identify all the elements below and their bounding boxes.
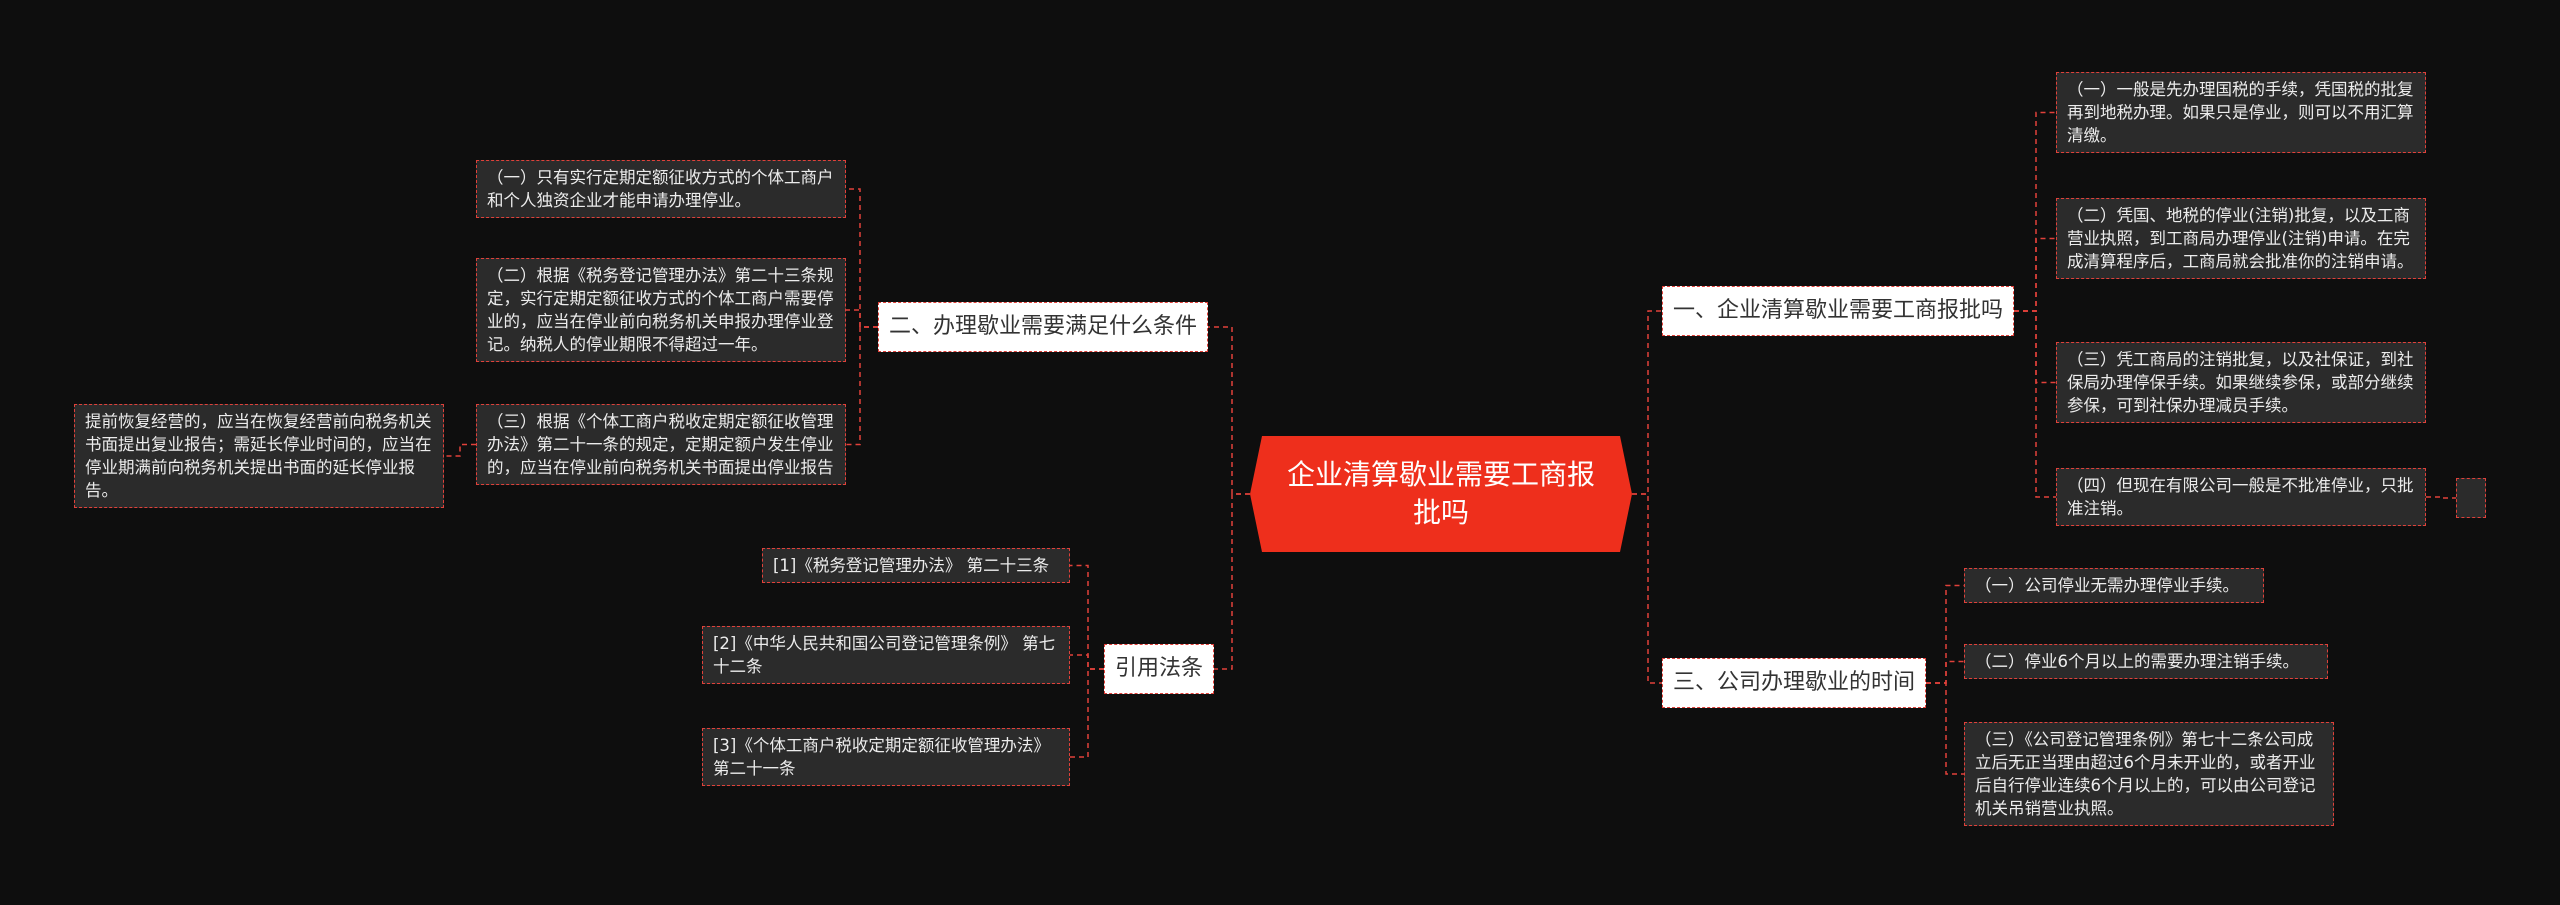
leaf-b2-1[interactable]: （一）只有实行定期定额征收方式的个体工商户和个人独资企业才能申请办理停业。: [476, 160, 846, 218]
leaf-b1-4-empty-child[interactable]: [2456, 478, 2486, 518]
branch-suspension-conditions[interactable]: 二、办理歇业需要满足什么条件: [878, 302, 1209, 352]
b2-link-2: [846, 326, 878, 446]
b4-link-1: [1070, 654, 1104, 670]
center-right-link-0: [1632, 310, 1662, 495]
b1-sub-link-0: [2426, 496, 2456, 499]
leaf-b3-2[interactable]: （二）停业6个月以上的需要办理注销手续。: [1964, 644, 2328, 679]
leaf-b3-1[interactable]: （一）公司停业无需办理停业手续。: [1964, 568, 2264, 603]
center-right-link-1: [1632, 493, 1662, 684]
leaf-b1-3[interactable]: （三）凭工商局的注销批复，以及社保证，到社保局办理停保手续。如果继续参保，或部分…: [2056, 342, 2426, 423]
center-left-link-0: [1208, 326, 1250, 495]
branch-cited-laws[interactable]: 引用法条: [1104, 644, 1215, 694]
branch-suspension-time[interactable]: 三、公司办理歇业的时间: [1662, 658, 1927, 708]
central-topic[interactable]: 企业清算歇业需要工商报批吗: [1250, 436, 1632, 552]
b1-link-0: [2014, 111, 2056, 312]
b3-link-0: [1926, 584, 1964, 684]
leaf-law-3[interactable]: [3]《个体工商户税收定期定额征收管理办法》 第二十一条: [702, 728, 1070, 786]
b3-link-1: [1926, 660, 1964, 684]
leaf-b1-4[interactable]: （四）但现在有限公司一般是不批准停业，只批准注销。: [2056, 468, 2426, 526]
leaf-b2-3[interactable]: （三）根据《个体工商户税收定期定额征收管理办法》第二十一条的规定，定期定额户发生…: [476, 404, 846, 485]
leaf-law-2[interactable]: [2]《中华人民共和国公司登记管理条例》 第七十二条: [702, 626, 1070, 684]
center-left-link-1: [1214, 493, 1250, 670]
leaf-law-1[interactable]: [1]《税务登记管理办法》 第二十三条: [762, 548, 1070, 583]
b3-link-2: [1926, 682, 1964, 775]
leaf-b2-2[interactable]: （二）根据《税务登记管理办法》第二十三条规定，实行定期定额征收方式的个体工商户需…: [476, 258, 846, 362]
b2-link-0: [846, 188, 878, 328]
branch-clearing-approval[interactable]: 一、企业清算歇业需要工商报批吗: [1662, 286, 2015, 336]
b1-link-2: [2014, 310, 2056, 384]
leaf-b1-2[interactable]: （二）凭国、地税的停业(注销)批复，以及工商营业执照，到工商局办理停业(注销)申…: [2056, 198, 2426, 279]
b4-link-0: [1070, 564, 1104, 670]
b1-link-1: [2014, 237, 2056, 312]
b4-link-2: [1070, 668, 1104, 758]
leaf-b1-1[interactable]: （一）一般是先办理国税的手续，凭国税的批复再到地税办理。如果只是停业，则可以不用…: [2056, 72, 2426, 153]
leaf-b2-3-sub[interactable]: 提前恢复经营的，应当在恢复经营前向税务机关书面提出复业报告；需延长停业时间的，应…: [74, 404, 444, 508]
b1-link-3: [2014, 310, 2056, 498]
leaf-b3-3[interactable]: （三）《公司登记管理条例》第七十二条公司成立后无正当理由超过6个月未开业的，或者…: [1964, 722, 2334, 826]
b2-link-1: [846, 309, 878, 328]
b2-sub-link-0: [444, 443, 476, 457]
